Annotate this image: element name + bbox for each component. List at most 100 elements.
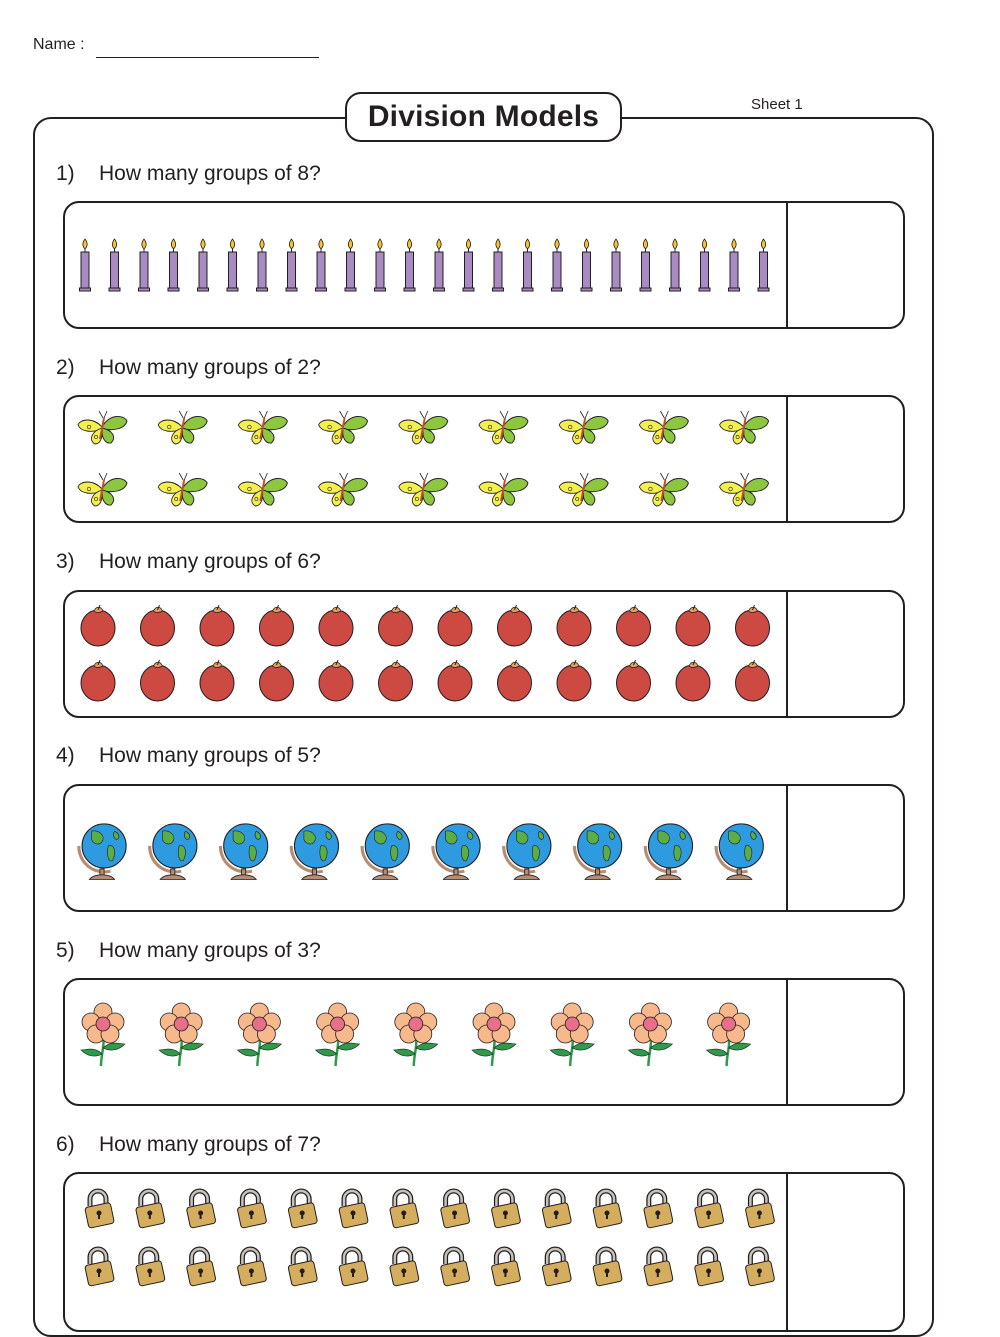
candle-icon (639, 238, 652, 292)
candle-icon (580, 238, 593, 292)
model-box-4 (63, 784, 905, 912)
butterfly-icon (638, 472, 689, 507)
globe-icon (502, 823, 552, 880)
apple-icon (675, 659, 711, 702)
padlock-icon (745, 1188, 775, 1229)
apple-icon (675, 604, 711, 647)
candle-icon (167, 238, 180, 292)
padlock-icon (389, 1188, 420, 1229)
apple-icon (556, 604, 592, 647)
name-blank-line[interactable] (96, 57, 319, 58)
sheet-label: Sheet 1 (751, 96, 803, 113)
apple-icon (80, 659, 116, 702)
candle-icon (728, 238, 740, 292)
answer-area-2[interactable] (788, 397, 903, 521)
butterfly-icon (719, 472, 770, 507)
question-text: How many groups of 7? (99, 1133, 321, 1156)
padlock-icon (491, 1188, 521, 1229)
padlock-icon (186, 1246, 217, 1287)
flower-icon (471, 1002, 517, 1067)
butterfly-icon (77, 472, 128, 507)
butterfly-icon (157, 410, 208, 445)
padlock-icon (84, 1188, 115, 1229)
question-number: 3) (56, 550, 75, 573)
question-number: 5) (56, 939, 75, 962)
box-divider (786, 203, 788, 327)
padlock-icon (643, 1246, 674, 1287)
apple-icon (318, 604, 354, 647)
padlock-icon (389, 1246, 420, 1287)
candle-icon (462, 238, 475, 292)
apple-icon (616, 604, 651, 647)
question-number: 4) (56, 744, 75, 767)
apple-icon (735, 659, 770, 702)
butterfly-icon (77, 410, 128, 445)
apple-icon (80, 604, 116, 647)
flower-icon-group (80, 1002, 752, 1067)
flower-icon (549, 1002, 595, 1067)
box-divider (786, 1174, 788, 1330)
padlock-icon (592, 1246, 623, 1287)
apple-icon (140, 659, 175, 702)
globe-icon (77, 823, 127, 880)
box-divider (786, 786, 788, 910)
apple-icon (378, 659, 413, 702)
model-box-6 (63, 1172, 905, 1332)
globe-icon (289, 823, 340, 880)
candle-icon (79, 238, 91, 292)
padlock-icon (541, 1188, 572, 1229)
apple-icon (378, 604, 413, 647)
question-text: How many groups of 5? (99, 744, 321, 767)
apple-icon (556, 659, 592, 702)
padlock-icon (338, 1246, 369, 1287)
answer-area-4[interactable] (788, 786, 903, 910)
butterfly-icon (237, 410, 288, 445)
padlock-icon (440, 1246, 471, 1287)
globe-icon-group (77, 823, 764, 880)
candle-icon (521, 238, 534, 292)
padlock-icon (84, 1246, 115, 1287)
model-box-1 (63, 201, 905, 329)
padlock-icon (135, 1188, 166, 1229)
padlock-icon (694, 1246, 725, 1287)
flower-icon (627, 1002, 674, 1067)
padlock-icon (643, 1188, 674, 1229)
padlock-icon (237, 1246, 267, 1287)
answer-area-1[interactable] (788, 203, 903, 327)
flower-icon (393, 1002, 439, 1067)
globe-icon (572, 823, 623, 880)
answer-area-6[interactable] (788, 1174, 903, 1330)
candle-icon (197, 238, 209, 292)
question-6: 6)How many groups of 7? (56, 1133, 321, 1157)
candle-icon (757, 238, 770, 292)
padlock-icon (186, 1188, 217, 1229)
answer-area-3[interactable] (788, 592, 903, 716)
globe-icon (148, 823, 198, 880)
flower-icon (80, 1002, 126, 1067)
butterfly-icon (318, 410, 369, 445)
butterfly-icon-group (77, 410, 770, 507)
candle-icon (610, 238, 622, 292)
candle-icon (374, 238, 386, 292)
candle-icon (256, 238, 268, 292)
padlock-icon-group (84, 1188, 775, 1287)
butterfly-icon (638, 410, 689, 445)
candle-icon (315, 238, 327, 292)
worksheet-title: Division Models (345, 92, 622, 142)
answer-area-5[interactable] (788, 980, 903, 1104)
box-divider (786, 397, 788, 521)
flower-icon (236, 1002, 283, 1067)
apple-icon (140, 604, 175, 647)
question-number: 2) (56, 356, 75, 379)
apple-icon (735, 604, 770, 647)
apple-icon (497, 659, 532, 702)
question-text: How many groups of 3? (99, 939, 321, 962)
butterfly-icon (478, 410, 529, 445)
apple-icon (199, 604, 235, 647)
candle-icon (492, 238, 504, 292)
apple-icon (199, 659, 235, 702)
globe-icon (431, 823, 481, 880)
padlock-icon (440, 1188, 471, 1229)
flower-icon (314, 1002, 361, 1067)
butterfly-icon (237, 472, 288, 507)
